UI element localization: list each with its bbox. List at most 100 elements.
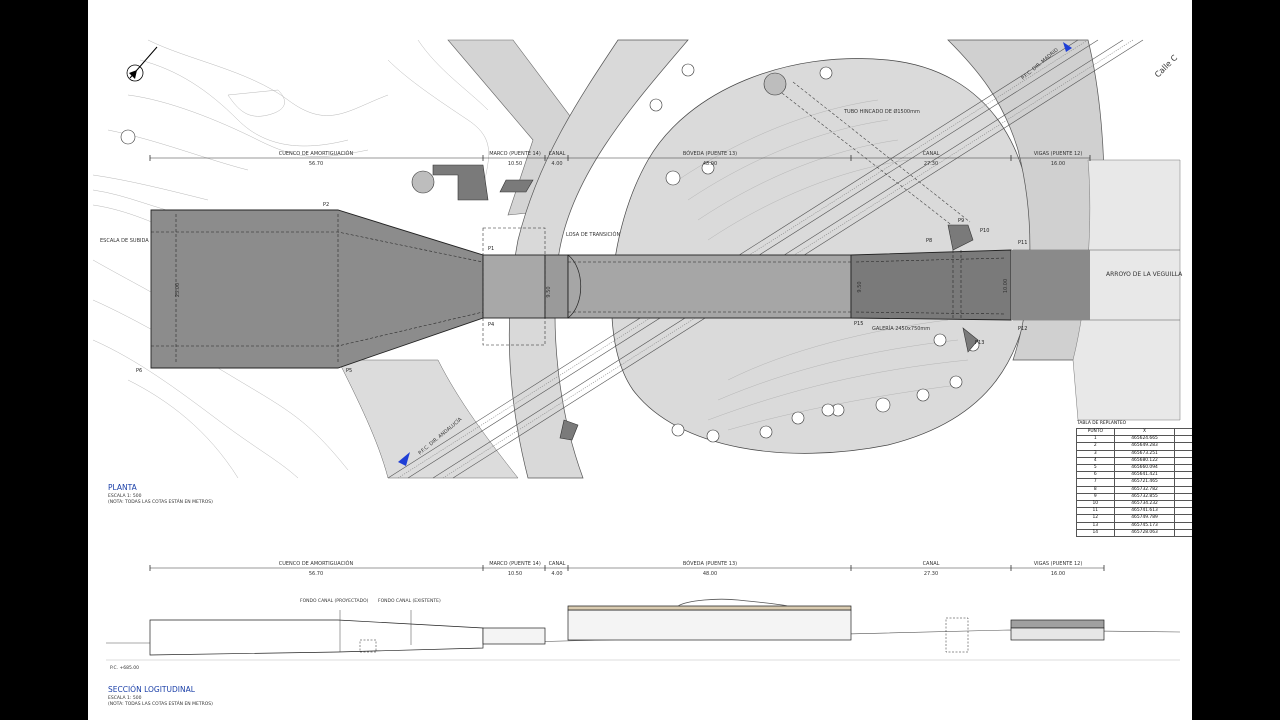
section-name-5: VIGAS (PUENTE 12) — [1034, 561, 1083, 567]
tree — [706, 429, 720, 443]
tree — [671, 423, 685, 437]
plan-section-name-5: VIGAS (PUENTE 12) — [1034, 151, 1083, 157]
section-profile — [149, 605, 1105, 656]
section-length-1: 10.50 — [508, 571, 522, 577]
tree — [759, 425, 773, 439]
section-name-4: CANAL — [923, 561, 940, 567]
table-cell: 9 — [1076, 492, 1115, 502]
tree-large — [411, 170, 435, 194]
width-label-mid: 9.50 — [546, 286, 552, 297]
section-scale: ESCALA 1: 500 — [108, 695, 142, 701]
plan-section-length-4: 27.30 — [924, 161, 938, 167]
plan-note: (NOTA: TODAS LAS COTAS ESTÁN EN METROS) — [108, 498, 213, 505]
label-losa: LOSA DE TRANSICIÓN — [566, 231, 620, 238]
table-cell: 465734.232 — [1113, 500, 1176, 509]
table-cell: 4289646.803 — [1174, 514, 1192, 523]
tree — [681, 63, 695, 77]
table-cell: 7 — [1076, 478, 1115, 487]
table-cell: 6 — [1076, 471, 1115, 480]
stakeout-table-body: 1465624.6654289566.2982465649.2834289580… — [1076, 435, 1192, 538]
vault-bridge-13 — [567, 254, 852, 319]
table-cell: 10 — [1076, 500, 1115, 509]
fondo-proyectado: FONDO CANAL (PROYECTADO) — [300, 598, 369, 604]
table-cell: 4289628.390 — [1174, 528, 1192, 538]
beam-deck — [1010, 627, 1105, 641]
table-cell: 465649.283 — [1113, 442, 1176, 451]
table-header-row: PUNTO X Y — [1076, 427, 1192, 437]
tree — [791, 411, 805, 425]
point-label: P10 — [980, 228, 989, 234]
section-note: (NOTA: TODAS LAS COTAS ESTÁN EN METROS) — [108, 700, 213, 707]
plan-section-length-3: 48.00 — [703, 161, 717, 167]
point-label: P12 — [1018, 326, 1027, 332]
table-cell: 4289566.549 — [1174, 464, 1192, 473]
table-cell: 4289654.652 — [1174, 507, 1192, 516]
table-cell: 465721.465 — [1113, 478, 1176, 487]
table-cell: 12 — [1076, 514, 1115, 523]
north-arrow-icon — [126, 46, 158, 82]
tree — [916, 388, 930, 402]
label-tubo: TUBO HINCADO DE Ø1500mm — [843, 108, 920, 115]
table-cell: 4289566.298 — [1174, 435, 1192, 444]
datum-label: P.C. +685.00 — [110, 665, 139, 671]
table-cell: 4289588.191 — [1174, 456, 1192, 466]
engineering-drawing: CUENCO DE AMORTIGUACIÓN 56.70 MARCO (PUE… — [92, 39, 1183, 707]
table-cell: 4289647.067 — [1174, 485, 1192, 494]
section-title: SECCIÓN LOGITUDINAL — [108, 685, 196, 694]
basin-profile — [149, 619, 484, 656]
road-curve-left — [508, 39, 689, 479]
direction-arrow-icon — [1063, 42, 1072, 52]
terrain-contours — [92, 39, 489, 479]
table-cell: 4289580.690 — [1174, 442, 1192, 451]
stakeout-table-title: TABLA DE REPLANTEO — [1077, 421, 1127, 426]
beam-profile — [1010, 619, 1105, 629]
plan-section-name-2: CANAL — [549, 151, 566, 157]
road-bottom-left — [337, 359, 519, 479]
table-cell: 465732.782 — [1113, 485, 1176, 494]
plan-section-length-1: 10.50 — [508, 161, 522, 167]
hydraulic-structure — [150, 209, 1090, 369]
tree — [701, 161, 715, 175]
trees — [120, 63, 980, 443]
table-cell: 465624.665 — [1113, 435, 1176, 444]
tree — [875, 397, 891, 413]
point-label: P8 — [926, 238, 932, 244]
tree — [819, 66, 833, 80]
table-cell: 13 — [1076, 521, 1115, 530]
table-header: PUNTO — [1076, 427, 1115, 437]
point-label: P13 — [975, 340, 984, 346]
section-name-1: MARCO (PUENTE 14) — [489, 561, 541, 567]
small-buildings — [432, 164, 979, 441]
table-cell: 465641.421 — [1113, 471, 1176, 480]
table-cell: 4289636.315 — [1174, 478, 1192, 487]
section-length-3: 48.00 — [703, 571, 717, 577]
section-name-2: CANAL — [549, 561, 566, 567]
section-length-0: 56.70 — [309, 571, 323, 577]
plan-section-name-3: BÓVEDA (PUENTE 13) — [683, 150, 737, 157]
table-cell: 4289651.751 — [1174, 500, 1192, 509]
beam-bridge-12 — [1011, 250, 1090, 320]
point-label: P4 — [488, 322, 494, 328]
plan-section-name-4: CANAL — [923, 151, 940, 157]
table-cell: 465673.251 — [1113, 449, 1176, 458]
table-cell: 4 — [1076, 456, 1115, 466]
drawing-sheet: CUENCO DE AMORTIGUACIÓN 56.70 MARCO (PUE… — [88, 0, 1192, 720]
tree — [933, 333, 947, 347]
section-view: CUENCO DE AMORTIGUACIÓN 56.70 MARCO (PUE… — [106, 560, 1181, 707]
section-length-5: 16.00 — [1051, 571, 1065, 577]
table-cell: 465741.613 — [1113, 507, 1176, 516]
tree — [949, 375, 963, 389]
point-label: P5 — [346, 368, 352, 374]
point-label: P9 — [958, 218, 964, 224]
point-label: P15 — [854, 321, 863, 327]
